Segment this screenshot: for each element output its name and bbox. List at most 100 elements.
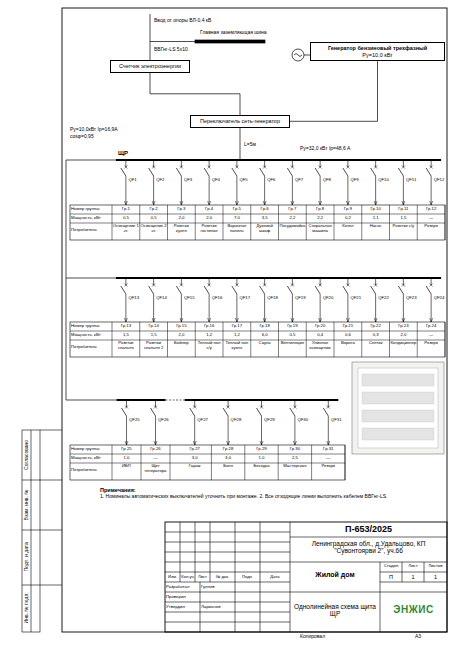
breaker-mark bbox=[193, 406, 196, 409]
breaker-contact bbox=[122, 408, 127, 416]
input-cable bbox=[150, 14, 151, 60]
breaker-mark bbox=[227, 406, 230, 409]
breaker-label: QF10 bbox=[378, 178, 389, 183]
sheet-border bbox=[62, 8, 447, 632]
breaker-contact bbox=[371, 286, 376, 294]
table-header: Номер группы bbox=[71, 207, 111, 212]
title-block-text: П bbox=[380, 574, 402, 580]
line-arrow bbox=[327, 441, 330, 445]
outgoing-line bbox=[294, 416, 295, 445]
table-col bbox=[306, 205, 307, 240]
title-block-text: Копировал bbox=[300, 634, 325, 640]
breaker-mark bbox=[430, 284, 433, 287]
title-block-text: Разработал bbox=[166, 585, 199, 590]
breaker-mark bbox=[263, 284, 266, 287]
line-arrow bbox=[291, 201, 294, 205]
table-cell: Гр.27 bbox=[178, 447, 211, 452]
title-block-text: Взам. инв. № bbox=[24, 481, 30, 529]
breaker-mark bbox=[430, 166, 433, 169]
table-cell: Освещение 2 эт. bbox=[140, 224, 167, 234]
outgoing-line bbox=[375, 294, 376, 322]
breaker-mark bbox=[327, 406, 330, 409]
table-cell: 0,5 bbox=[279, 333, 306, 338]
title-rows bbox=[165, 532, 290, 622]
table-cell: Гр.31 bbox=[312, 447, 345, 452]
breaker-mark bbox=[402, 166, 405, 169]
line-arrow bbox=[402, 318, 405, 322]
breaker-mark bbox=[319, 166, 322, 169]
breaker-label: QF4 bbox=[212, 178, 220, 183]
breaker-lead bbox=[209, 160, 210, 167]
title-block-text: 1 bbox=[402, 574, 424, 580]
table-cell: 6,0 bbox=[251, 333, 278, 338]
table-cell: 3,0 bbox=[178, 456, 211, 461]
breaker-contact bbox=[232, 168, 237, 176]
outgoing-line bbox=[126, 416, 127, 445]
table-cell: Баня bbox=[212, 464, 244, 469]
table-row bbox=[70, 214, 445, 215]
table-cell: Щит генератора bbox=[142, 464, 170, 474]
table-cell: Вентиляция bbox=[279, 341, 306, 346]
table-col bbox=[278, 322, 279, 357]
table-cell: Стиральная машина bbox=[307, 224, 334, 234]
table-cell: Варочная панель bbox=[224, 224, 251, 234]
breaker-label: QF26 bbox=[158, 418, 169, 423]
outgoing-line bbox=[320, 176, 321, 205]
stamp-frame bbox=[22, 430, 40, 632]
outgoing-line bbox=[264, 294, 265, 322]
outgoing-line bbox=[194, 416, 195, 445]
table-col bbox=[345, 445, 346, 480]
panel-row bbox=[362, 392, 434, 404]
breaker-label: QF21 bbox=[350, 296, 361, 301]
table-cell: 0,4 bbox=[307, 333, 334, 338]
breaker-mark bbox=[327, 406, 330, 409]
box-body: Py=10,0 кВт bbox=[314, 52, 441, 59]
outgoing-line bbox=[403, 176, 404, 205]
breaker-mark bbox=[293, 406, 296, 409]
table-cell: Гр.28 bbox=[212, 447, 245, 452]
breaker-label: QF18 bbox=[267, 296, 278, 301]
table-cell: Септик bbox=[362, 341, 389, 346]
breaker-contact bbox=[323, 408, 328, 416]
breaker-contact bbox=[343, 286, 348, 294]
line-arrow bbox=[235, 201, 238, 205]
outgoing-line bbox=[228, 416, 229, 445]
table-cell: Кондиционер bbox=[390, 341, 417, 346]
title-block-text: ЭНЖИС bbox=[382, 604, 445, 616]
table-cell: 1,5 bbox=[390, 216, 417, 221]
table-cell: 2,2 bbox=[307, 216, 334, 221]
table-cell: 1,0 bbox=[112, 456, 140, 461]
title-block-text: Подп. bbox=[235, 575, 259, 580]
table-cell: — bbox=[312, 456, 345, 461]
table-cell: Гр.11 bbox=[390, 207, 417, 212]
table-cell: 1,5 bbox=[112, 333, 139, 338]
table-col bbox=[417, 322, 418, 357]
breaker-mark bbox=[235, 166, 238, 169]
table-cell: Резерв bbox=[418, 224, 445, 229]
breaker-contact bbox=[176, 168, 181, 176]
table-cell: Гр.24 bbox=[418, 324, 445, 329]
busbar bbox=[116, 277, 441, 279]
table-col bbox=[311, 445, 312, 480]
breaker-label: QF2 bbox=[156, 178, 164, 183]
line-arrow bbox=[180, 318, 183, 322]
breaker-mark bbox=[374, 166, 377, 169]
outgoing-line bbox=[375, 176, 376, 205]
breaker-contact bbox=[426, 286, 431, 294]
table-cell: 0,3 bbox=[362, 333, 389, 338]
table-cell: ИБП bbox=[113, 464, 141, 469]
table-col bbox=[334, 322, 335, 357]
line-arrow bbox=[227, 441, 230, 445]
table-cell: 7,0 bbox=[223, 216, 250, 221]
breaker-mark bbox=[346, 166, 349, 169]
breaker-mark bbox=[124, 284, 127, 287]
breaker-lead bbox=[125, 160, 126, 167]
breaker-mark bbox=[152, 284, 155, 287]
breaker-contact bbox=[343, 168, 348, 176]
table-cell: 2,0 bbox=[196, 216, 223, 221]
line-arrow bbox=[430, 318, 433, 322]
earth-wire bbox=[150, 41, 195, 42]
breaker-lead bbox=[292, 278, 293, 285]
breaker-mark bbox=[291, 284, 294, 287]
